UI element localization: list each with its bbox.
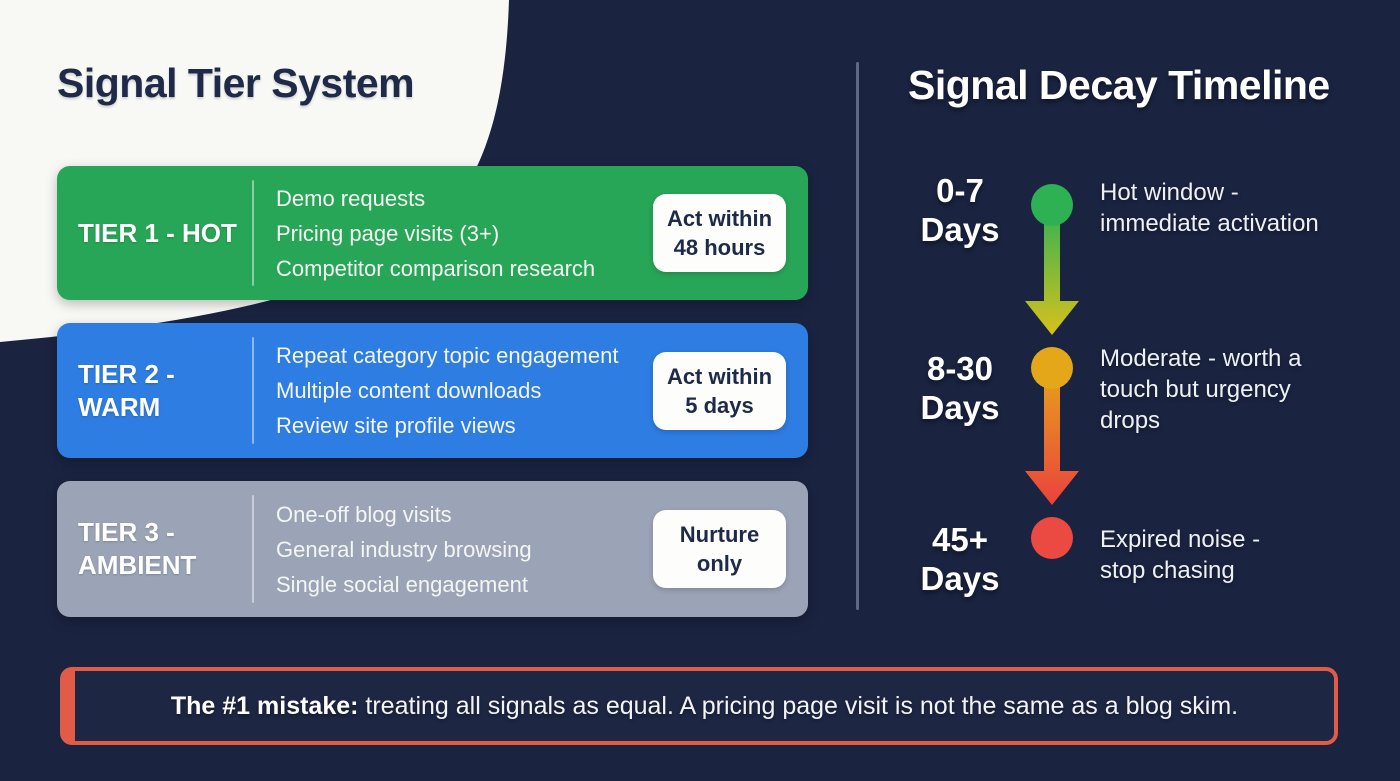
hot-window-dot-icon [1031, 184, 1073, 226]
decay-period-label: 45+ Days [920, 521, 1000, 597]
tier-card-ambient: TIER 3 - AMBIENT One-off blog visits Gen… [57, 481, 808, 617]
tier-card-divider [252, 180, 254, 286]
tier-signal-item: Pricing page visits (3+) [276, 220, 500, 246]
decay-arrow-stem [1044, 368, 1060, 473]
decay-timeline-graphic [1025, 184, 1079, 559]
tier-signal-list: Repeat category topic engagement Multipl… [254, 338, 653, 443]
tier-action-badge: Act within 48 hours [653, 194, 786, 272]
tier-action-badge: Nurture only [653, 510, 786, 588]
callout-bold-text: The #1 mistake: [170, 691, 359, 720]
tier-signal-item: General industry browsing [276, 536, 532, 562]
panel-divider [856, 62, 859, 610]
tier-signal-list: One-off blog visits General industry bro… [254, 497, 653, 602]
decay-description: Moderate - worth a touch but urgency dro… [1100, 345, 1302, 434]
decay-period-label: 8-30 Days [920, 350, 1000, 426]
moderate-window-dot-icon [1031, 347, 1073, 389]
tier-signal-item: Competitor comparison research [276, 255, 596, 281]
tier-signal-list: Demo requests Pricing page visits (3+) C… [254, 181, 653, 286]
decay-arrow-stem [1044, 205, 1060, 303]
callout-rest-text: treating all signals as equal. A pricing… [358, 691, 1239, 720]
tier-card-warm: TIER 2 - WARM Repeat category topic enga… [57, 323, 808, 458]
callout-text: The #1 mistake: treating all signals as … [171, 692, 1238, 721]
tier-label: TIER 2 - WARM [78, 358, 175, 422]
tier-signal-item: Multiple content downloads [276, 378, 542, 403]
tier-label: TIER 3 - AMBIENT [78, 517, 197, 580]
tier-signal-item: One-off blog visits [276, 501, 452, 527]
right-panel-title: Signal Decay Timeline [908, 62, 1330, 108]
tier-card-divider [252, 495, 254, 603]
tier-card-hot: TIER 1 - HOT Demo requests Pricing page … [57, 166, 808, 300]
tier-label: TIER 1 - HOT [78, 217, 237, 248]
tier-signal-item: Review site profile views [276, 413, 516, 438]
tier-signal-item: Single social engagement [276, 571, 528, 597]
decay-description: Expired noise - stop chasing [1100, 526, 1261, 584]
tier-signal-item: Demo requests [276, 185, 426, 211]
left-panel-title: Signal Tier System [57, 60, 415, 106]
tier-card-divider [252, 337, 254, 444]
decay-period-label: 0-7 Days [920, 172, 1000, 248]
expired-window-dot-icon [1031, 517, 1073, 559]
tier-action-badge: Act within 5 days [653, 351, 786, 430]
decay-description: Hot window - immediate activation [1100, 179, 1319, 237]
mistake-callout: The #1 mistake: treating all signals as … [60, 667, 1338, 745]
decay-arrow-down-icon [1025, 301, 1079, 335]
decay-arrow-down-icon [1025, 471, 1079, 505]
tier-signal-item: Repeat category topic engagement [276, 343, 619, 368]
